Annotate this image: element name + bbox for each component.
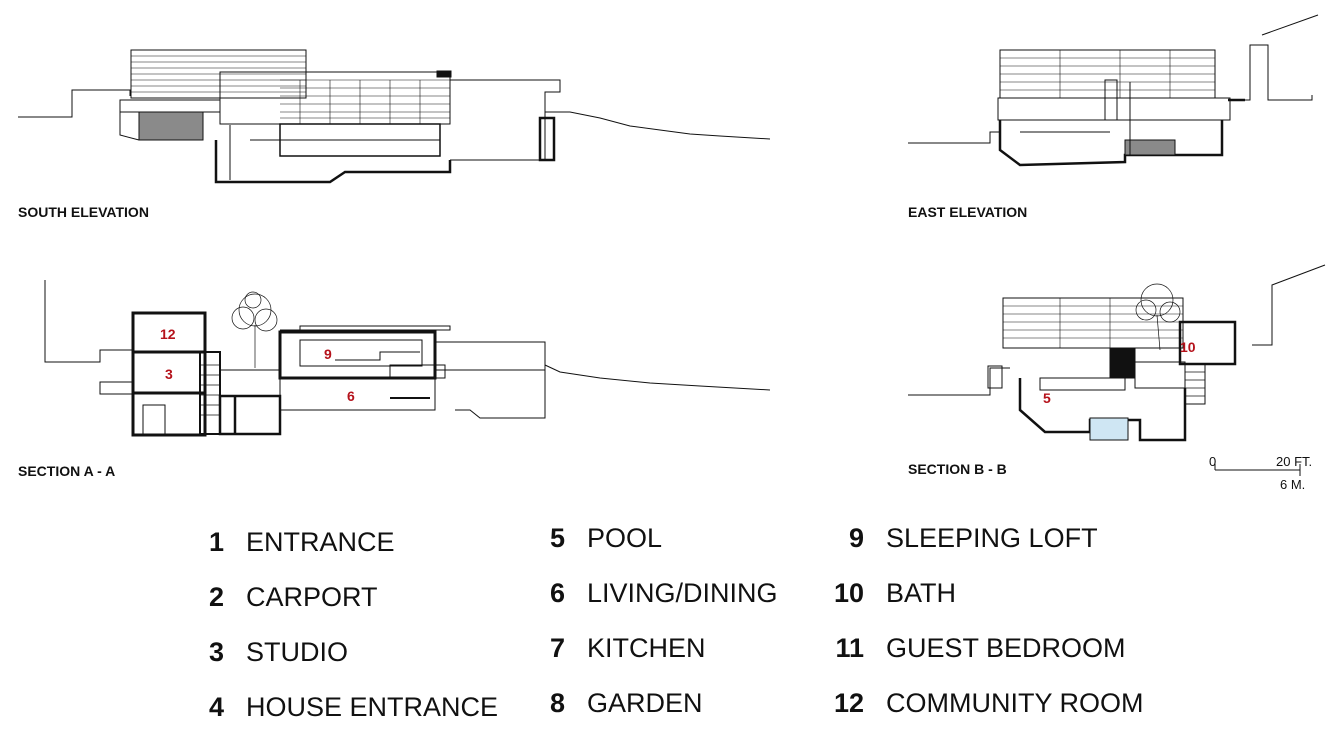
legend-item: 4 HOUSE ENTRANCE bbox=[190, 690, 498, 724]
section-bb-drawing bbox=[908, 264, 1326, 442]
legend-item: 12 COMMUNITY ROOM bbox=[820, 686, 1144, 720]
legend-item: 2 CARPORT bbox=[190, 580, 378, 614]
scale-bar bbox=[1214, 464, 1301, 476]
legend-label: GARDEN bbox=[587, 687, 703, 718]
room-tag-12: 12 bbox=[160, 326, 176, 342]
legend-label: CARPORT bbox=[246, 581, 378, 612]
legend-label: BATH bbox=[886, 577, 957, 608]
legend-label: SLEEPING LOFT bbox=[886, 522, 1098, 553]
legend-number: 2 bbox=[208, 581, 224, 612]
legend-item: 1 ENTRANCE bbox=[190, 525, 395, 559]
legend-label: COMMUNITY ROOM bbox=[886, 687, 1144, 718]
south-elevation-drawing bbox=[18, 49, 771, 184]
south-elevation-title: SOUTH ELEVATION bbox=[18, 204, 149, 220]
legend-item: 3 STUDIO bbox=[190, 635, 348, 669]
legend-item: 8 GARDEN bbox=[531, 686, 703, 720]
east-elevation-title: EAST ELEVATION bbox=[908, 204, 1027, 220]
legend-item: 10 BATH bbox=[820, 576, 956, 610]
east-elevation-drawing bbox=[908, 14, 1319, 167]
legend-item: 7 KITCHEN bbox=[531, 631, 706, 665]
scale-feet: 20 FT. bbox=[1276, 454, 1312, 469]
legend-number: 11 bbox=[835, 632, 864, 663]
legend-label: POOL bbox=[587, 522, 663, 553]
legend-label: LIVING/DINING bbox=[587, 577, 778, 608]
section-aa-drawing bbox=[44, 280, 771, 437]
room-tag-10: 10 bbox=[1180, 339, 1196, 355]
room-tag-3: 3 bbox=[165, 366, 173, 382]
room-tag-6: 6 bbox=[347, 388, 355, 404]
legend-label: KITCHEN bbox=[587, 632, 706, 663]
legend-number: 10 bbox=[833, 577, 864, 608]
room-tag-9: 9 bbox=[324, 346, 332, 362]
legend-number: 8 bbox=[549, 687, 565, 718]
architectural-drawings: SOUTH ELEVATION EAST ELEVATION bbox=[18, 14, 1326, 492]
legend-number: 12 bbox=[833, 687, 864, 718]
legend-number: 3 bbox=[208, 636, 224, 667]
legend-number: 1 bbox=[208, 526, 224, 557]
legend-label: GUEST BEDROOM bbox=[886, 632, 1126, 663]
legend-label: STUDIO bbox=[246, 636, 349, 667]
room-tag-5: 5 bbox=[1043, 390, 1051, 406]
legend-item: 5 POOL bbox=[531, 521, 662, 555]
legend-number: 7 bbox=[549, 632, 565, 663]
scale-zero: 0 bbox=[1209, 454, 1216, 469]
legend-number: 5 bbox=[549, 522, 565, 553]
section-aa-title: SECTION A - A bbox=[18, 463, 115, 479]
legend-label: ENTRANCE bbox=[246, 526, 395, 557]
legend-label: HOUSE ENTRANCE bbox=[246, 691, 499, 722]
legend-number: 9 bbox=[848, 522, 864, 553]
section-bb-title: SECTION B - B bbox=[908, 461, 1007, 477]
legend-item: 9 SLEEPING LOFT bbox=[820, 521, 1098, 555]
legend-item: 11 GUEST BEDROOM bbox=[820, 631, 1126, 665]
legend-item: 6 LIVING/DINING bbox=[531, 576, 778, 610]
legend-number: 6 bbox=[549, 577, 565, 608]
legend-number: 4 bbox=[208, 691, 224, 722]
scale-meters: 6 M. bbox=[1280, 477, 1305, 492]
